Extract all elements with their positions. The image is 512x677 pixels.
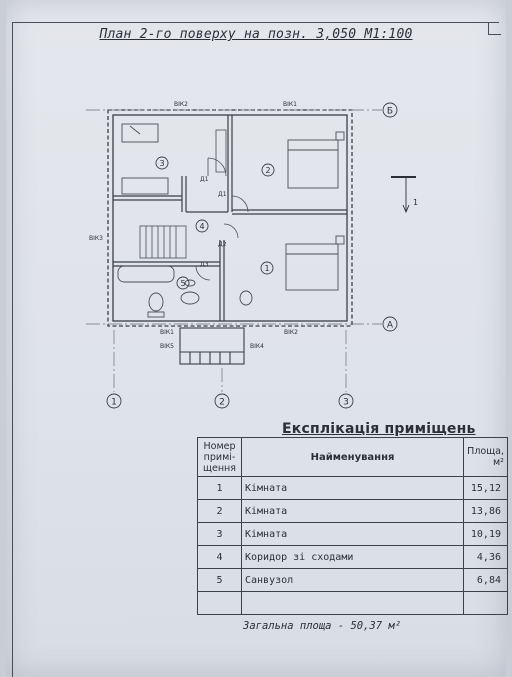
bathtub-icon <box>117 265 175 283</box>
header-number: Номер примі- щення <box>197 437 242 477</box>
window-label: ВІК5 <box>160 343 174 350</box>
axis-letter: А <box>387 321 394 331</box>
sink-icon <box>180 279 200 305</box>
cell-area: 13,86 <box>463 499 508 523</box>
table-row: 1 Кімната 15,12 <box>197 476 508 500</box>
room-marker: 3 <box>159 159 164 168</box>
cell-number: 4 <box>197 545 242 569</box>
section-mark-label: 1 <box>413 198 418 207</box>
window-label: ВІК1 <box>160 329 174 336</box>
cell-name: Кімната <box>241 499 464 523</box>
table-row: 2 Кімната 13,86 <box>197 499 508 523</box>
door-label: Д2 <box>218 241 227 248</box>
balcony <box>179 327 245 365</box>
header-name: Найменування <box>241 437 464 477</box>
window-label: ВІК4 <box>250 343 264 350</box>
cell-area <box>463 591 508 615</box>
axis-number: 1 <box>111 398 117 408</box>
table-header-row: Номер примі- щення Найменування Площа, м… <box>197 437 508 477</box>
section-mark <box>391 176 416 214</box>
axis-lines <box>86 109 382 392</box>
table-row: 4 Коридор зі сходами 4,36 <box>197 545 508 569</box>
axis-number: 2 <box>219 398 225 408</box>
cell-name: Санвузол <box>241 568 464 592</box>
cell-area: 4,36 <box>463 545 508 569</box>
explication-table: Номер примі- щення Найменування Площа, м… <box>197 437 508 615</box>
stairs <box>139 225 187 259</box>
room-marker: 2 <box>265 166 270 175</box>
door-label: Д1 <box>218 191 227 198</box>
outer-walls <box>107 109 353 327</box>
door-label: Д3 <box>200 261 209 268</box>
cell-name: Коридор зі сходами <box>241 545 464 569</box>
toilet-icon <box>147 292 165 318</box>
room-marker: 5 <box>180 279 185 288</box>
window-label: ВІК2 <box>284 329 298 336</box>
drawing-title: План 2-го поверху на позн. 3,050 М1:100 <box>99 27 413 42</box>
bed-icon <box>285 235 345 291</box>
room-marker: 1 <box>264 264 269 273</box>
cell-name: Кімната <box>241 522 464 546</box>
door-label: Д1 <box>200 176 209 183</box>
cell-area: 6,84 <box>463 568 508 592</box>
washbasin-icon <box>239 290 253 306</box>
table-row: 3 Кімната 10,19 <box>197 522 508 546</box>
table-row <box>197 591 508 615</box>
cell-name: Кімната <box>241 476 464 500</box>
cell-area: 10,19 <box>463 522 508 546</box>
room-marker-circles <box>155 156 275 290</box>
cell-number <box>197 591 242 615</box>
room-marker: 4 <box>199 222 204 231</box>
frame-corner-mark <box>488 22 501 35</box>
axis-letter: Б <box>387 107 393 117</box>
cell-number: 2 <box>197 499 242 523</box>
door-swings <box>195 157 249 281</box>
drawing-frame <box>12 22 499 677</box>
cell-number: 5 <box>197 568 242 592</box>
axis-number: 3 <box>343 398 349 408</box>
explication-title: Експлікація приміщень <box>282 421 476 437</box>
cell-name <box>241 591 464 615</box>
window-label: ВІК1 <box>283 101 297 108</box>
cell-number: 3 <box>197 522 242 546</box>
cell-number: 1 <box>197 476 242 500</box>
bed-icon <box>287 131 345 189</box>
table-row: 5 Санвузол 6,84 <box>197 568 508 592</box>
window-label: ВІК3 <box>89 235 103 242</box>
wardrobe-icon <box>215 129 227 173</box>
desk-icon <box>121 123 169 195</box>
header-area: Площа, м² <box>463 437 508 477</box>
window-label: ВІК2 <box>174 101 188 108</box>
cell-area: 15,12 <box>463 476 508 500</box>
total-area: Загальна площа - 50,37 м² <box>243 620 402 632</box>
axis-bubbles <box>106 102 398 409</box>
